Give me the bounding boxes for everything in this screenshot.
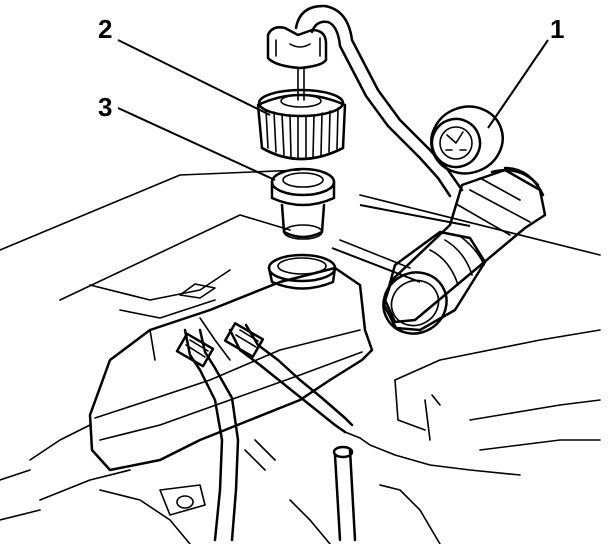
callout-leaders — [117, 39, 549, 283]
tester-pressure-gauge — [430, 105, 504, 175]
tester-pump-body — [382, 166, 547, 335]
leader-pump-ref — [359, 204, 471, 227]
engine-bay-outline — [0, 169, 601, 319]
leader-2 — [117, 39, 271, 116]
filler-neck-adapter — [270, 167, 336, 240]
callout-labels: 1 2 3 — [98, 14, 564, 122]
coolant-reservoir — [88, 266, 374, 472]
tester-hose — [294, 4, 464, 198]
pressure-test-cap — [256, 88, 347, 161]
leader-1 — [487, 39, 549, 129]
callout-3: 3 — [98, 92, 112, 122]
callout-1: 1 — [550, 14, 564, 44]
hose-connector-fitting — [266, 26, 328, 101]
callout-2: 2 — [98, 14, 112, 44]
reservoir-filler-neck — [267, 253, 337, 290]
leader-neck-ref — [331, 247, 421, 283]
lower-engine-details — [0, 329, 601, 544]
leader-3 — [117, 107, 276, 181]
reservoir-hoses — [175, 322, 354, 542]
